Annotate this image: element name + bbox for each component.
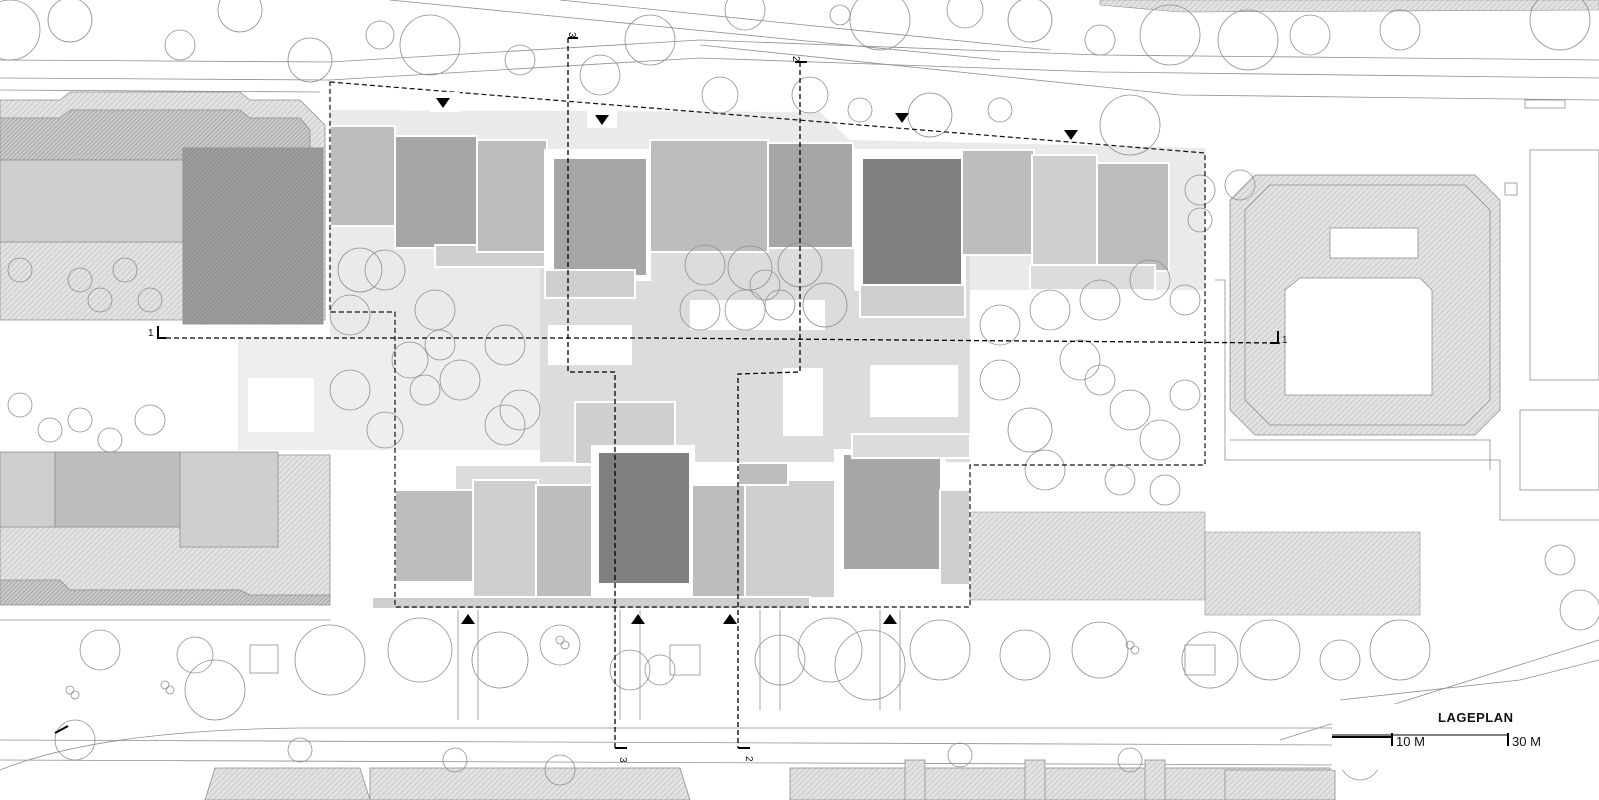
north-building-row [329, 125, 1170, 318]
section-line-2 [737, 62, 801, 748]
scale-label-10m: 10 M [1396, 734, 1425, 749]
road-hatch-top [1099, 0, 1599, 13]
north-tick [54, 725, 69, 734]
plaza-white-4 [248, 378, 314, 432]
small-squares [249, 644, 1216, 676]
entrance-arrow [436, 98, 450, 108]
entrance-arrow [631, 614, 645, 624]
section-1-start-label: 1 [148, 328, 154, 339]
section-2-start-label: 2 [790, 56, 801, 62]
section-1-end-label: 1 [1282, 335, 1288, 346]
section-line-1 [158, 337, 1281, 344]
east-hatch-band [969, 511, 1206, 601]
site-boundary [329, 81, 1206, 608]
scale-label-30m: 30 M [1512, 734, 1541, 749]
entrance-markers [430, 92, 1078, 624]
section-line-3 [567, 38, 616, 748]
south-building-row [371, 401, 971, 610]
east-hatch-band-2 [1204, 531, 1421, 616]
plaza-white-3 [870, 365, 958, 417]
plaza-white-2 [783, 368, 823, 436]
entrance-arrow [883, 614, 897, 624]
plan-title: LAGEPLAN [1438, 710, 1514, 725]
plaza-white-5 [690, 300, 825, 330]
plaza-white-1 [548, 325, 632, 365]
west-neighbors [0, 91, 331, 606]
section-2-end-label: 2 [743, 756, 754, 762]
section-3-start-label: 3 [566, 32, 577, 38]
entrance-arrow [595, 115, 609, 125]
entrance-arrow [723, 614, 737, 624]
section-3-end-label: 3 [617, 757, 628, 763]
east-neighbor [1215, 99, 1599, 521]
section-marks [157, 37, 1279, 749]
scale-bar [1332, 733, 1509, 746]
pathways [0, 610, 901, 720]
entrance-arrow [461, 614, 475, 624]
entrance-arrow [1064, 130, 1078, 140]
section-lines [158, 38, 1281, 748]
south-neighbors [204, 759, 1336, 800]
entrance-arrow [895, 113, 909, 123]
